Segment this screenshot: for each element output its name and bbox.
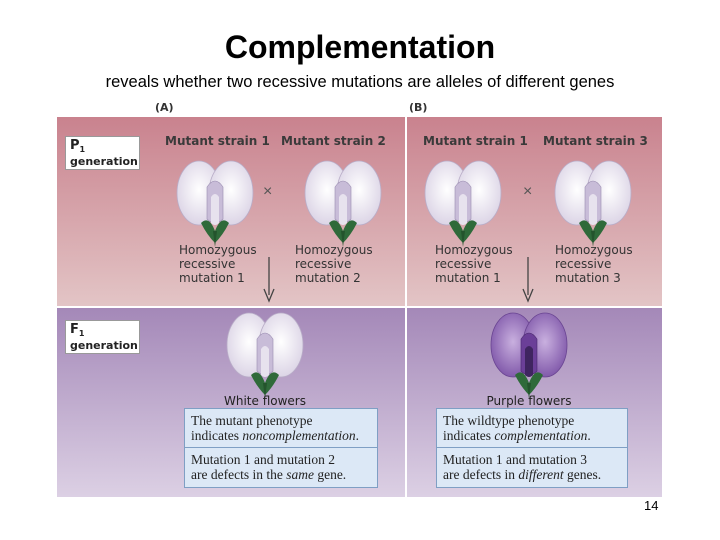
cross-symbol: × [263,183,273,200]
white-flower-icon [553,157,633,247]
page-number: 14 [644,498,659,513]
f1-generation-label: F1 generation [65,320,140,354]
panel-a-genotype-left: Homozygous recessive mutation 1 [179,243,257,285]
purple-flower-icon [489,309,569,399]
down-arrow-icon [522,257,534,303]
f1-subscript: 1 [78,329,85,339]
panel-b-conclusion-box: The wildtype phenotype indicates complem… [436,408,628,488]
panel-a-strain-left: Mutant strain 1 [165,134,270,148]
down-arrow-icon [263,257,275,303]
panel-b-strain-right: Mutant strain 3 [543,134,648,148]
panel-b-genotype-right: Homozygous recessive mutation 3 [555,243,633,285]
panel-a-letter: (A) [155,101,174,114]
panel-a-result-label: White flowers [224,394,306,408]
panel-b-genotype-left: Homozygous recessive mutation 1 [435,243,513,285]
complementation-figure: P1 generation F1 generation Mutant strai… [57,117,662,497]
white-flower-icon [423,157,503,247]
p1-letter: P [70,138,80,153]
white-flower-icon [303,157,383,247]
p1-subscript: 1 [79,145,86,155]
page-subtitle: reveals whether two recessive mutations … [105,73,615,91]
panel-a-conclusion-box: The mutant phenotype indicates noncomple… [184,408,378,488]
panel-a-genotype-right: Homozygous recessive mutation 2 [295,243,373,285]
cross-symbol: × [523,183,533,200]
f1-word: generation [70,339,138,353]
panel-a-strain-right: Mutant strain 2 [281,134,386,148]
f1-letter: F [70,322,79,337]
p1-word: generation [70,155,138,169]
white-flower-icon [225,309,305,399]
panel-b-strain-left: Mutant strain 1 [423,134,528,148]
white-flower-icon [175,157,255,247]
page-title: Complementation [224,29,496,65]
p1-generation-label: P1 generation [65,136,140,170]
panel-b-letter: (B) [409,101,428,114]
panel-b-result-label: Purple flowers [486,394,572,408]
